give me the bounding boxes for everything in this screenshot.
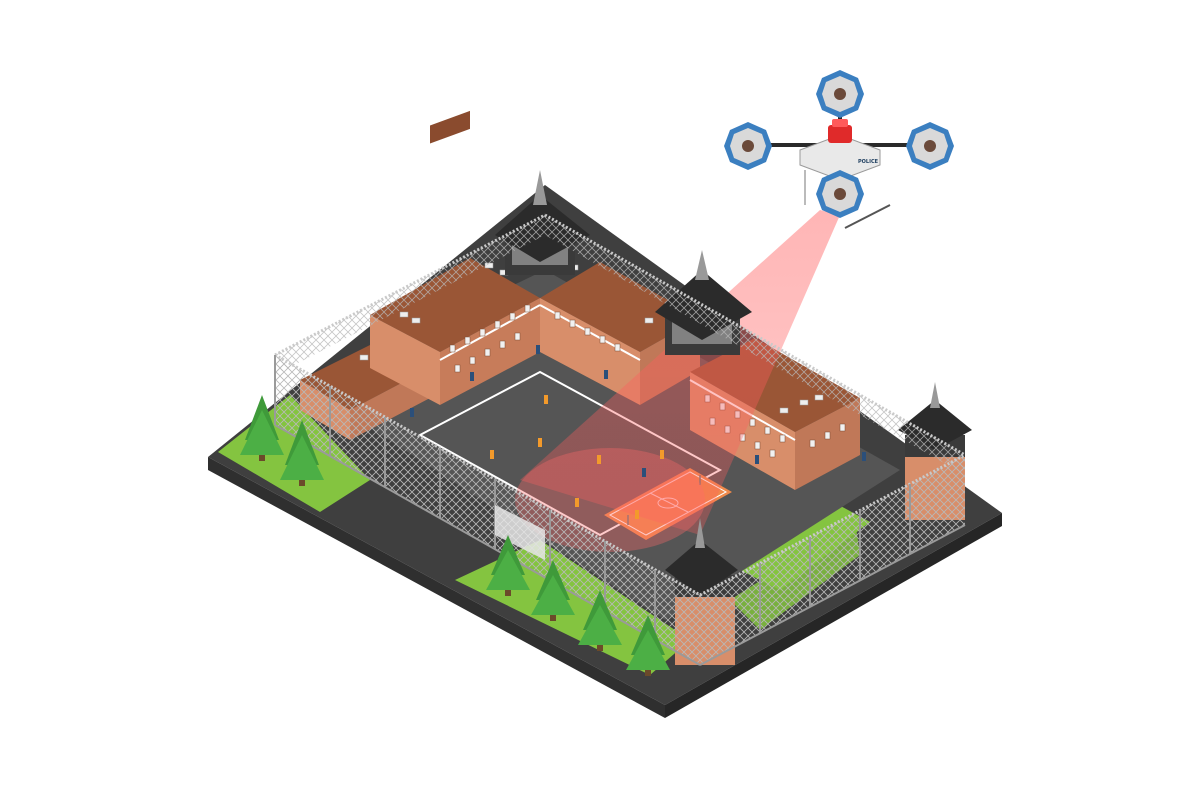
tree-icon (578, 590, 622, 651)
drone-label: POLICE (858, 159, 879, 165)
perimeter-fence (274, 213, 966, 666)
drone-rotor (816, 170, 864, 218)
drone-rotor (906, 122, 954, 170)
tree-icon (280, 420, 324, 486)
prison-gate (495, 505, 545, 560)
tree-icon (486, 535, 530, 596)
drone-icon: POLICE (724, 70, 954, 229)
tree-icon (626, 615, 670, 676)
tree-icon (240, 395, 284, 461)
guard-icon (410, 345, 866, 477)
prisoner-icon (490, 395, 664, 519)
drone-rotor (724, 122, 772, 170)
drone-rotor (816, 70, 864, 118)
tree-icon (531, 560, 575, 621)
